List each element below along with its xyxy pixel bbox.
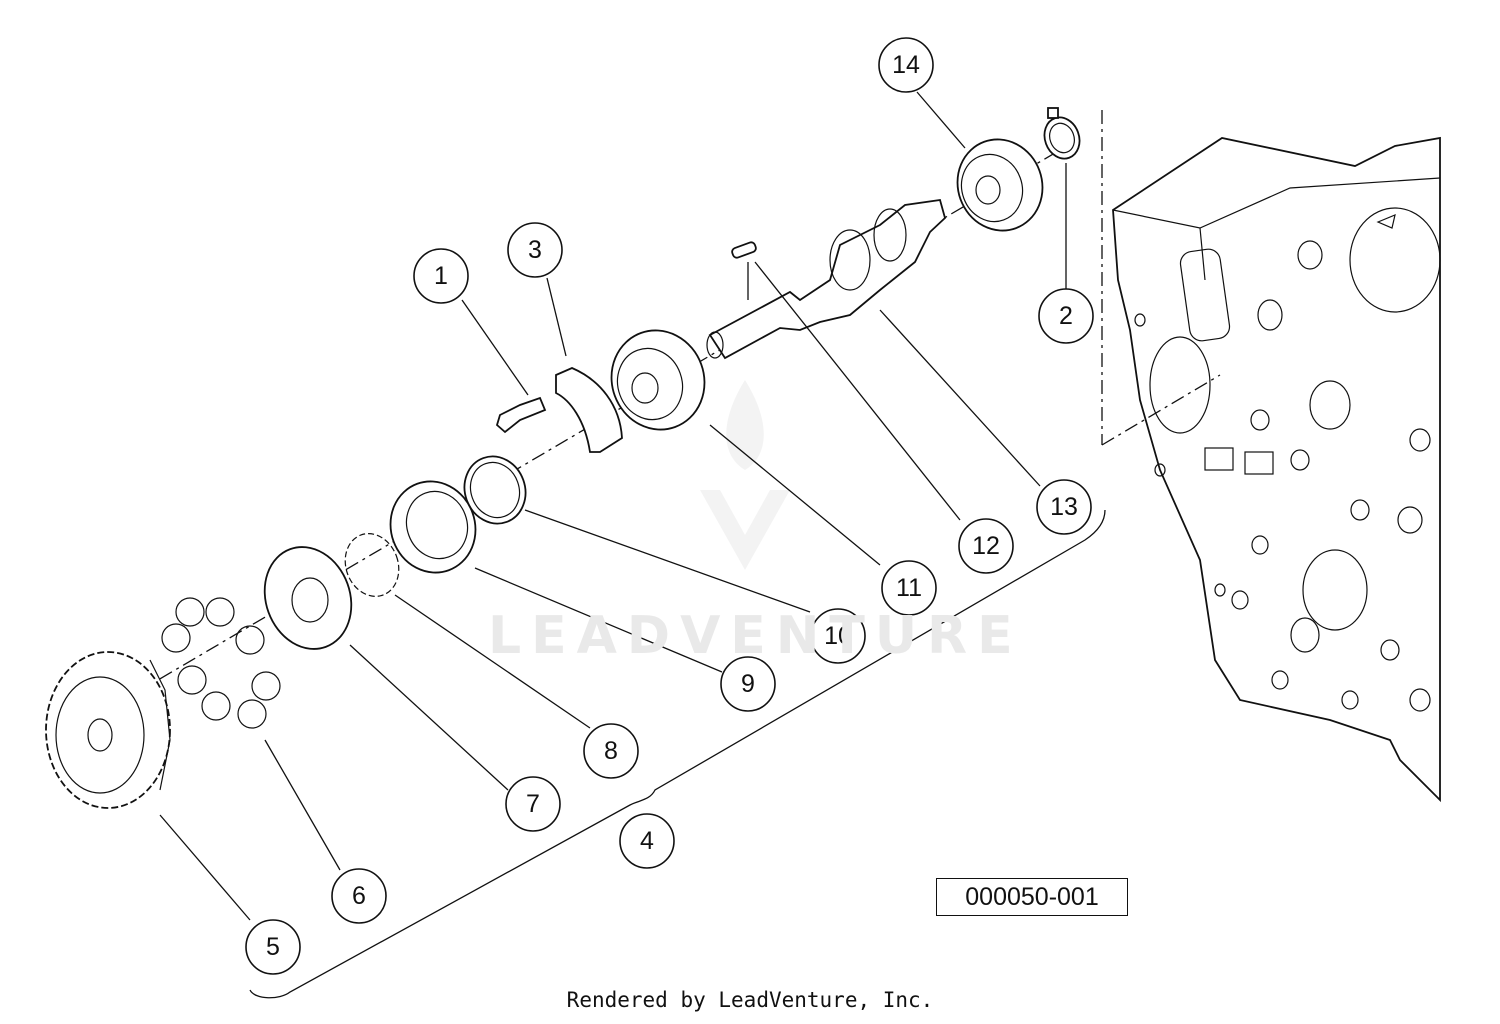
watermark-logo-icon [700, 380, 790, 570]
svg-text:1: 1 [434, 262, 448, 290]
callout-6: 6 [331, 868, 387, 924]
callout-11: 11 [881, 560, 937, 616]
callout-3: 3 [507, 222, 563, 278]
svg-text:3: 3 [528, 236, 542, 264]
callout-10: 10 [810, 608, 866, 664]
callout-1: 1 [413, 248, 469, 304]
svg-text:7: 7 [526, 790, 540, 818]
svg-text:2: 2 [1059, 302, 1073, 330]
svg-text:5: 5 [266, 933, 280, 961]
part-9-seal [389, 480, 477, 574]
callout-9: 9 [720, 656, 776, 712]
part-3-retainer-plate [555, 367, 623, 453]
part-5-gear [45, 651, 171, 809]
svg-text:9: 9 [741, 670, 755, 698]
svg-text:12: 12 [972, 532, 1000, 560]
svg-text:14: 14 [892, 51, 920, 79]
svg-text:8: 8 [604, 737, 618, 765]
callout-8: 8 [583, 723, 639, 779]
callout-12: 12 [958, 518, 1014, 574]
part-7-disc [263, 546, 353, 650]
svg-text:13: 13 [1050, 493, 1078, 521]
callout-13: 13 [1036, 479, 1092, 535]
part-14-bearing [956, 138, 1044, 232]
part-1-bolt [495, 396, 547, 434]
callout-5: 5 [245, 919, 301, 975]
reference-code: 000050-001 [936, 878, 1128, 916]
callout-2: 2 [1038, 288, 1094, 344]
part-2-snap-ring [1043, 107, 1081, 160]
callout-7: 7 [505, 776, 561, 832]
engine-block [1112, 136, 1441, 803]
svg-text:6: 6 [352, 882, 366, 910]
svg-text:10: 10 [824, 622, 852, 650]
part-12-key [731, 241, 757, 259]
callout-4: 4 [619, 813, 675, 869]
callout-14: 14 [878, 37, 934, 93]
footer-credit: Rendered by LeadVenture, Inc. [566, 988, 934, 1012]
svg-text:4: 4 [640, 827, 654, 855]
part-11-bearing [610, 329, 706, 431]
part-8-ball-ring [344, 533, 400, 597]
svg-text:11: 11 [896, 574, 922, 602]
part-13-camshaft [706, 198, 947, 360]
part-6-balls [161, 597, 281, 729]
